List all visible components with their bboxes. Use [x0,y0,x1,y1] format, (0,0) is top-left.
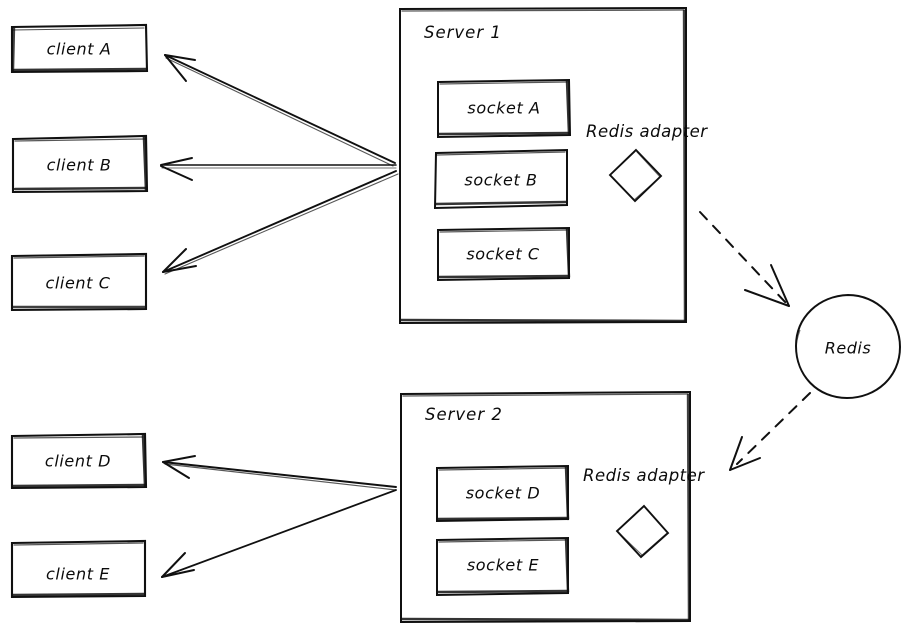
arrow-server1-client-a [164,54,396,167]
socket-c-shape [437,226,571,282]
socket-d-node[interactable] [436,466,569,521]
redis-shape [794,293,902,400]
arrow-server1-redis-head [744,264,790,307]
client-e-shape [10,539,147,599]
server-1-adapter-node[interactable] [610,150,662,202]
arrow-redis-server2 [736,392,811,465]
socket-e-node[interactable] [436,538,569,595]
arrow-redis-server2-head [729,436,761,471]
arrow-server1-client-b [160,157,397,181]
server-1-shape [399,6,687,325]
arrow-server2-client-e [161,489,397,578]
server-2-adapter-diamond [615,504,670,559]
redis-node[interactable] [796,295,900,398]
client-d-shape [10,432,148,490]
socket-b-shape [433,148,568,210]
client-b-shape [11,134,149,194]
client-d-node[interactable] [11,434,146,488]
client-b-node[interactable] [11,136,147,192]
socket-a-shape [437,78,572,139]
socket-b-node[interactable] [434,150,567,208]
client-e-node[interactable] [11,541,146,598]
socket-d-shape [436,464,570,523]
arrow-server1-client-c [162,170,399,275]
server-1-adapter-diamond [608,148,663,203]
socket-e-shape [436,536,570,597]
arrow-server2-client-d [162,455,397,491]
socket-a-node[interactable] [437,80,570,137]
server-2-shape [400,390,691,624]
server-2-adapter-node[interactable] [617,506,669,558]
client-c-node[interactable] [11,254,146,310]
client-a-shape [10,23,149,74]
client-a-node[interactable] [11,25,147,72]
client-c-shape [10,252,148,312]
arrow-server1-redis [699,211,787,304]
socket-c-node[interactable] [437,228,570,280]
